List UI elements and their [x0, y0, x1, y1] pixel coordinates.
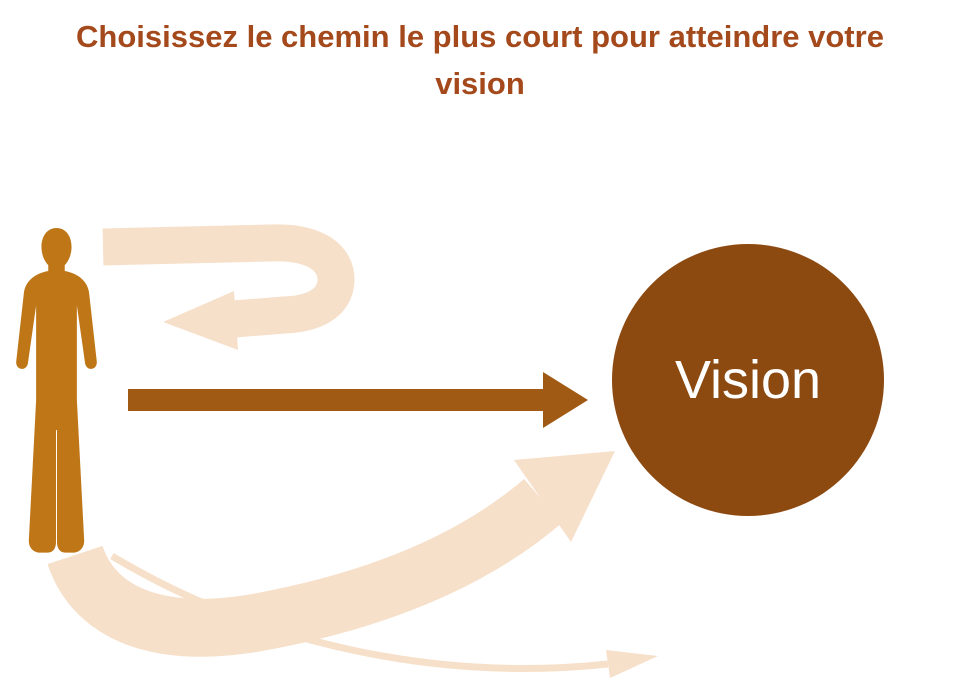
thin-detour-arrowhead-icon — [606, 650, 658, 678]
vision-circle-shape — [612, 244, 884, 516]
vision-label: Vision — [675, 350, 821, 410]
thin-detour-arrow-icon — [110, 552, 658, 678]
direct-path-arrow-icon — [128, 372, 588, 428]
curved-detour-arrow-icon — [47, 451, 615, 657]
thin-detour-arrow-shaft — [110, 552, 609, 672]
u-turn-arrow-shaft — [102, 224, 355, 338]
u-turn-arrowhead-icon — [163, 291, 238, 350]
curved-detour-arrowhead-icon — [514, 451, 615, 542]
u-turn-arrow-icon — [102, 224, 355, 350]
person-silhouette-icon — [16, 228, 97, 553]
vision-circle: Vision — [612, 244, 884, 516]
page-title: Choisissez le chemin le plus court pour … — [76, 19, 884, 101]
curved-detour-arrow-shaft — [47, 478, 562, 657]
